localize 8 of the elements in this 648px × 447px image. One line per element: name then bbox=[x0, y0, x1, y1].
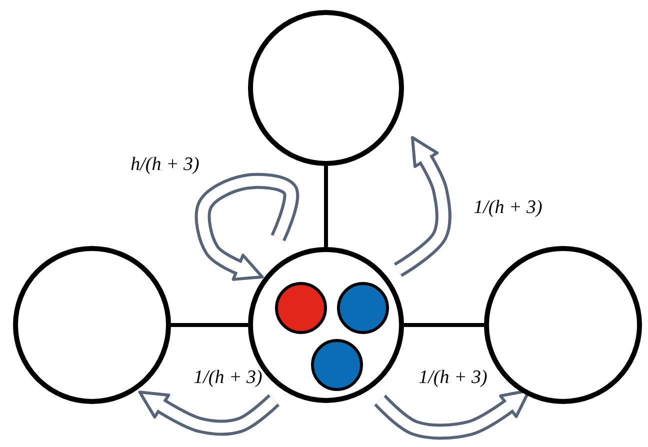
connector-line bbox=[324, 166, 328, 247]
ball bbox=[275, 282, 327, 334]
connector-line bbox=[404, 323, 484, 327]
edge-label: 1/(h + 3) bbox=[472, 197, 544, 219]
ball bbox=[311, 339, 363, 391]
connector-line bbox=[171, 323, 248, 327]
edge-label: h/(h + 3) bbox=[128, 154, 202, 176]
ball bbox=[337, 282, 389, 334]
